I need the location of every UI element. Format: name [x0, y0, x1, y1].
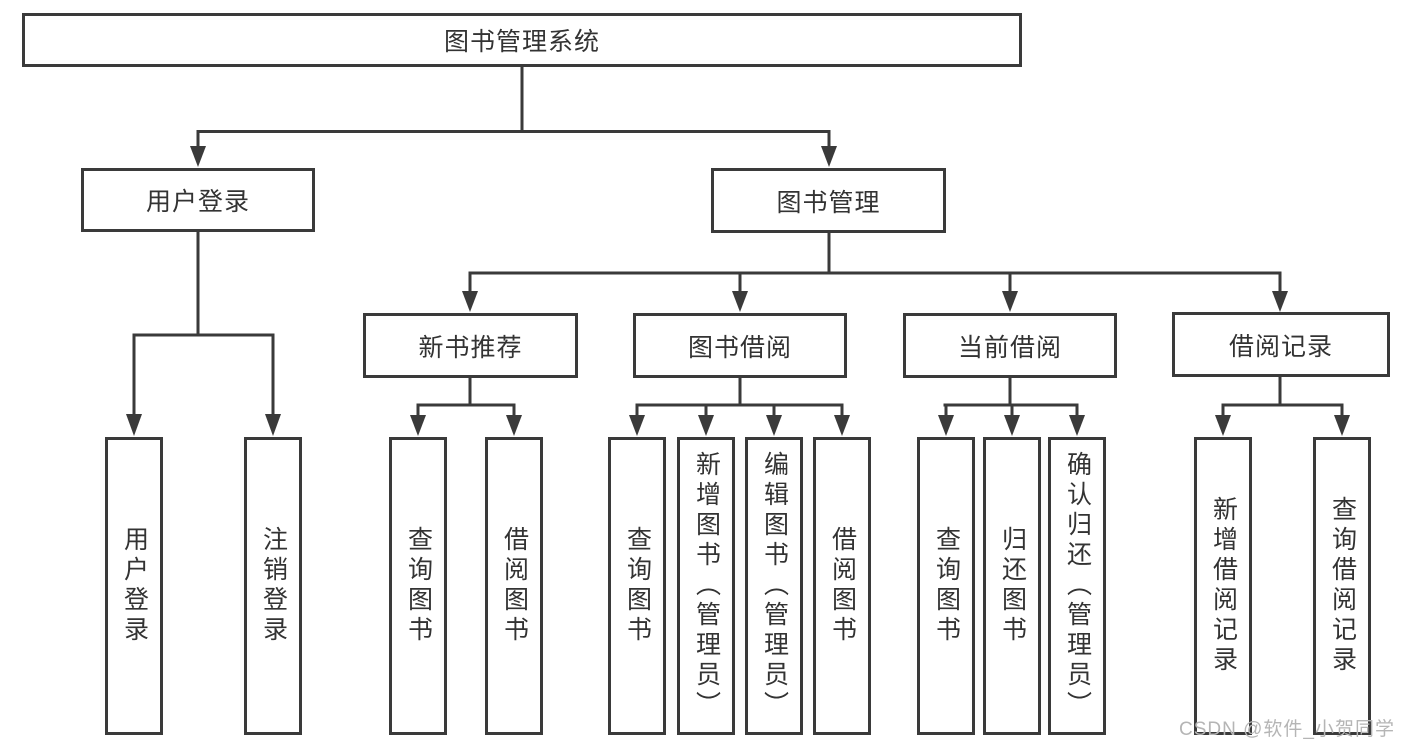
leaf-borrow-borrow-book-label: 借阅图书 [828, 526, 857, 646]
leaf-borrow-add-book-admin: 新增图书（管理员） [677, 437, 735, 735]
leaf-records-query-record: 查询借阅记录 [1313, 437, 1371, 735]
node-new-book-recommend-label: 新书推荐 [418, 333, 523, 362]
node-root-label: 图书管理系统 [443, 28, 600, 56]
leaf-user-login: 用户登录 [105, 437, 163, 735]
leaf-borrow-add-book-admin-label: 新增图书（管理员） [692, 451, 721, 721]
leaf-newrec-query-book: 查询图书 [389, 437, 447, 735]
node-new-book-recommend: 新书推荐 [363, 313, 578, 378]
leaf-current-return-book: 归还图书 [983, 437, 1041, 735]
leaf-borrow-query-book: 查询图书 [608, 437, 666, 735]
leaf-borrow-query-book-label: 查询图书 [623, 526, 652, 646]
node-current-borrowing-label: 当前借阅 [957, 333, 1062, 362]
node-book-management-label: 图书管理 [776, 188, 881, 217]
node-current-borrowing: 当前借阅 [903, 313, 1117, 378]
leaf-current-return-book-label: 归还图书 [998, 526, 1027, 646]
leaf-current-confirm-return-admin-label: 确认归还（管理员） [1063, 451, 1092, 721]
leaf-logout: 注销登录 [244, 437, 302, 735]
leaf-records-add-record-label: 新增借阅记录 [1209, 496, 1238, 676]
leaf-logout-label: 注销登录 [259, 526, 288, 646]
node-book-borrowing: 图书借阅 [633, 313, 847, 378]
csdn-watermark: CSDN @软件_小贺同学 [1179, 719, 1395, 740]
node-book-management: 图书管理 [711, 168, 946, 233]
node-root: 图书管理系统 [22, 13, 1022, 67]
leaf-newrec-query-book-label: 查询图书 [404, 526, 433, 646]
leaf-records-add-record: 新增借阅记录 [1194, 437, 1252, 735]
leaf-current-query-book: 查询图书 [917, 437, 975, 735]
leaf-borrow-edit-book-admin-label: 编辑图书（管理员） [760, 451, 789, 721]
leaf-records-query-record-label: 查询借阅记录 [1328, 496, 1357, 676]
leaf-user-login-label: 用户登录 [120, 526, 149, 646]
leaf-borrow-borrow-book: 借阅图书 [813, 437, 871, 735]
leaf-newrec-borrow-book-label: 借阅图书 [500, 526, 529, 646]
node-borrowing-records-label: 借阅记录 [1228, 332, 1333, 361]
leaf-newrec-borrow-book: 借阅图书 [485, 437, 543, 735]
node-borrowing-records: 借阅记录 [1172, 312, 1390, 377]
node-book-borrowing-label: 图书借阅 [687, 333, 792, 362]
node-user-login-group-label: 用户登录 [145, 188, 250, 216]
node-user-login-group: 用户登录 [81, 168, 315, 232]
leaf-borrow-edit-book-admin: 编辑图书（管理员） [745, 437, 803, 735]
leaf-current-query-book-label: 查询图书 [932, 526, 961, 646]
leaf-current-confirm-return-admin: 确认归还（管理员） [1048, 437, 1106, 735]
